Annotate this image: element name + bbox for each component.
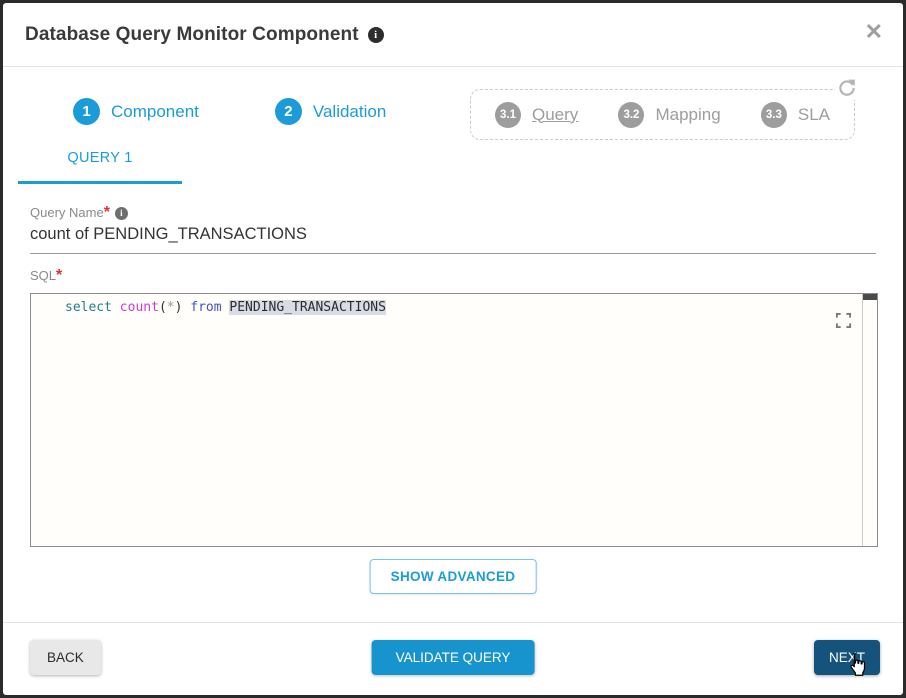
sql-label: SQL (30, 268, 57, 283)
refresh-icon[interactable] (835, 76, 859, 100)
query-name-label: Query Name (30, 205, 104, 220)
sql-token-select: select (65, 300, 112, 315)
sql-token-space (112, 300, 120, 315)
step-3-3-badge: 3.3 (760, 101, 787, 128)
title-info-icon[interactable]: i (367, 26, 384, 43)
sql-code-editor[interactable]: select count(*) from PENDING_TRANSACTION… (30, 293, 878, 547)
query-name-input[interactable] (30, 222, 876, 254)
query-name-field: Query Name* i (30, 204, 876, 254)
wizard-step-mapping[interactable]: 3.2 Mapping (618, 101, 721, 128)
dialog-header: Database Query Monitor Component i ✕ (3, 3, 903, 67)
wizard-steps: 1 Component 2 Validation 3.1 Query 3.2 M… (3, 76, 903, 147)
wizard-step-validation[interactable]: 2 Validation (274, 98, 387, 125)
wizard-step-sla[interactable]: 3.3 SLA (760, 101, 830, 128)
wizard-step-query[interactable]: 3.1 Query (495, 101, 579, 128)
sql-token-from: from (190, 300, 222, 315)
step-2-badge: 2 (274, 98, 302, 125)
step-3-3-label: SLA (797, 104, 830, 124)
wizard-steps-pending-group: 3.1 Query 3.2 Mapping 3.3 SLA (470, 89, 855, 140)
dialog-title: Database Query Monitor Component (25, 23, 359, 45)
sql-code-line[interactable]: select count(*) from PENDING_TRANSACTION… (65, 300, 386, 315)
step-2-label: Validation (312, 101, 387, 121)
query-name-label-row: Query Name* i (30, 204, 876, 222)
validate-query-button[interactable]: VALIDATE QUERY (371, 640, 535, 675)
tab-query-1-label: QUERY 1 (67, 150, 133, 166)
step-3-1-label: Query (532, 104, 579, 124)
close-icon[interactable]: ✕ (864, 19, 883, 44)
footer-divider (3, 622, 903, 623)
query-name-info-icon[interactable]: i (114, 206, 128, 220)
step-3-2-label: Mapping (655, 104, 721, 124)
sql-token-table-name: PENDING_TRANSACTIONS (229, 300, 386, 315)
sql-token-close-paren: ) (174, 300, 183, 315)
step-3-2-badge: 3.2 (618, 101, 645, 128)
query-name-required-mark: * (103, 204, 110, 221)
wizard-step-component[interactable]: 1 Component (73, 98, 199, 125)
step-1-badge: 1 (73, 98, 100, 125)
wizard-steps-active: 1 Component 2 Validation (73, 98, 386, 125)
step-3-1-badge: 3.1 (495, 101, 521, 128)
editor-scrollbar[interactable] (862, 294, 877, 546)
next-button[interactable]: NEXT (813, 640, 880, 675)
fullscreen-icon[interactable] (835, 312, 852, 329)
tab-query-1[interactable]: QUERY 1 (18, 150, 182, 184)
show-advanced-button[interactable]: SHOW ADVANCED (369, 559, 537, 594)
sql-token-count: count (119, 300, 159, 315)
editor-scrollbar-thumb[interactable] (863, 294, 877, 300)
step-1-label: Component (111, 101, 199, 121)
tab-active-indicator (18, 181, 182, 184)
sql-label-row: SQL* (30, 267, 62, 285)
sql-token-open-paren: ( (158, 300, 167, 315)
sql-required-mark: * (56, 267, 63, 284)
sql-token-star: * (166, 300, 175, 315)
back-button[interactable]: BACK (30, 640, 101, 675)
